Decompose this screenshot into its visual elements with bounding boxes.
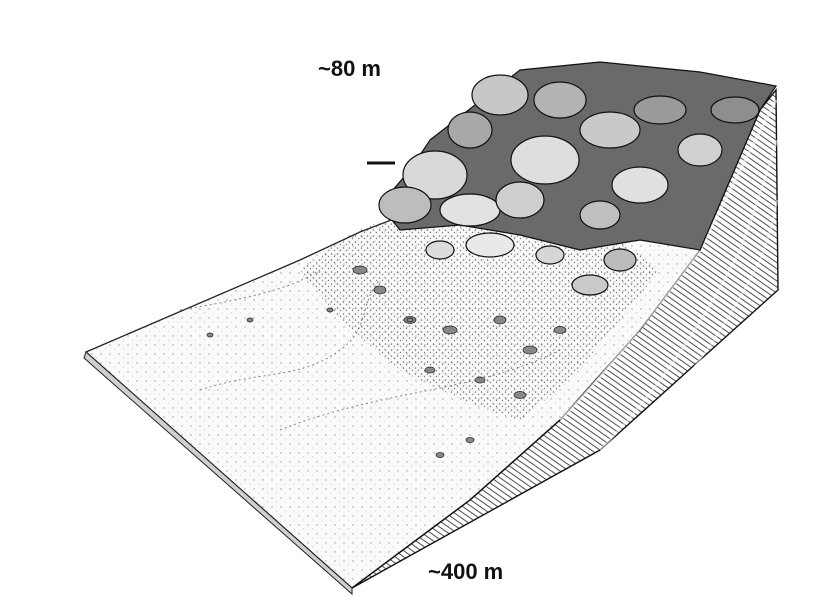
bottom-depth-label: ~400 m <box>428 559 503 585</box>
top-depth-label: ~80 m <box>318 56 381 82</box>
